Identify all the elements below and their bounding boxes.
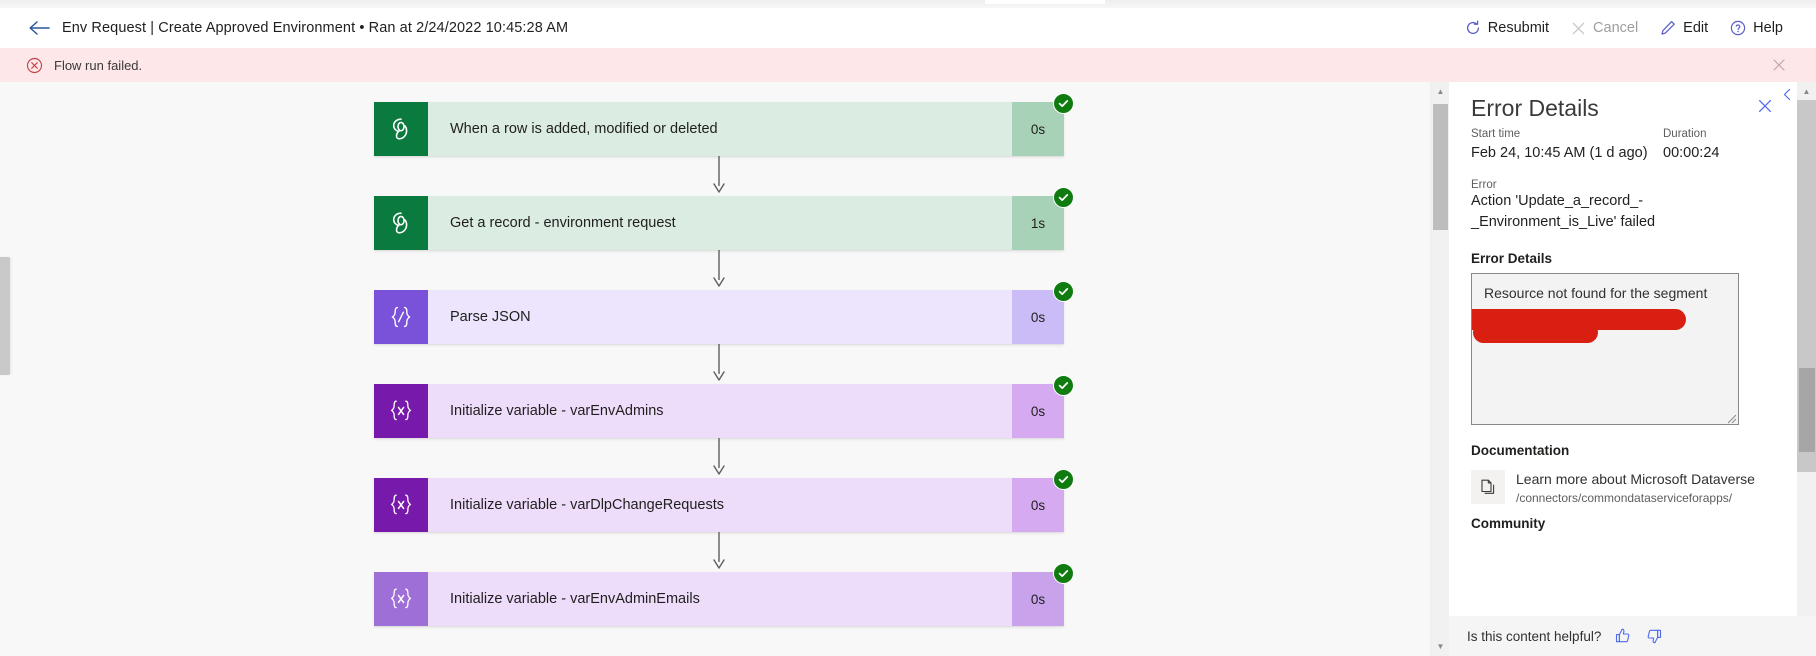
error-details-text: Resource not found for the segment [1484,285,1708,302]
parse-json-icon [374,290,428,344]
banner-close-icon[interactable] [1768,54,1790,76]
resubmit-label: Resubmit [1487,20,1550,36]
scroll-up-arrow-icon[interactable]: ▲ [1436,87,1445,96]
close-icon [1571,21,1586,36]
duration-label: Duration [1663,128,1707,141]
help-label: Help [1753,20,1783,36]
flow-card[interactable]: Get a record - environment request 1s [374,187,1074,250]
flow-card-title: Parse JSON [428,290,1012,344]
error-circle-icon [26,57,43,74]
flow-connector [374,156,1064,196]
app-header: Env Request | Create Approved Environmen… [0,8,1816,48]
flow-card[interactable]: Parse JSON 0s [374,281,1074,344]
check-circle-icon [1053,375,1074,396]
edit-label: Edit [1683,20,1709,36]
error-details-heading: Error Details [1471,251,1553,267]
scroll-down-arrow-icon[interactable]: ▼ [1436,642,1445,651]
flow-card-title: Initialize variable - varEnvAdmins [428,384,1012,438]
flow-card[interactable]: Initialize variable - varEnvAdmins 0s [374,375,1074,438]
flow-card-title: Initialize variable - varEnvAdminEmails [428,572,1012,626]
check-circle-icon [1053,281,1074,302]
panel-collapse-chevron-icon[interactable] [1781,88,1794,106]
check-circle-icon [1053,187,1074,208]
check-circle-icon [1053,93,1074,114]
start-time-value: Feb 24, 10:45 AM (1 d ago) [1471,145,1648,162]
error-label: Error [1471,179,1497,192]
help-button[interactable]: Help [1721,15,1792,41]
textarea-resize-handle[interactable] [1724,410,1737,424]
cancel-button[interactable]: Cancel [1562,15,1647,41]
feedback-bar: Is this content helpful? [1449,616,1816,656]
banner-message: Flow run failed. [54,57,143,73]
resubmit-button[interactable]: Resubmit [1456,15,1558,41]
window-top-edge [0,0,1816,8]
duration-value: 00:00:24 [1663,145,1720,162]
documentation-heading: Documentation [1471,443,1570,459]
flow-card-title: When a row is added, modified or deleted [428,102,1012,156]
flow-connector [374,532,1064,572]
canvas-scrollbar-thumb[interactable] [1433,104,1448,230]
flow-connector [374,344,1064,384]
variable-icon [374,384,428,438]
flow-card[interactable]: When a row is added, modified or deleted… [374,93,1074,156]
documentation-url: /connectors/commondataserviceforapps/ [1516,490,1733,505]
error-details-panel: Error Details Start time Feb 24, 10:45 A… [1449,82,1816,656]
panel-scroll-up-arrow-icon[interactable]: ▲ [1802,86,1811,96]
error-details-content: Error Details Start time Feb 24, 10:45 A… [1449,82,1797,656]
flow-failed-banner: Flow run failed. [0,48,1816,82]
flow-card[interactable]: Initialize variable - varEnvAdminEmails … [374,563,1074,626]
check-circle-icon [1053,563,1074,584]
redaction-mark [1473,322,1598,344]
refresh-icon [1465,20,1481,36]
panel-scrollbar-track[interactable] [1797,100,1816,472]
panel-scrollbar-thumb[interactable] [1799,368,1815,452]
cancel-label: Cancel [1593,20,1639,36]
dataverse-icon [374,196,428,250]
flow-canvas: When a row is added, modified or deleted… [0,82,1430,656]
panel-title: Error Details [1471,95,1599,121]
documentation-link[interactable]: Learn more about Microsoft Dataverse /co… [1471,470,1775,506]
check-circle-icon [1053,469,1074,490]
thumbs-up-icon[interactable] [1614,627,1632,645]
variable-icon [374,478,428,532]
back-arrow-icon[interactable] [26,15,52,41]
flow-connector [374,250,1064,290]
flow-card-title: Get a record - environment request [428,196,1012,250]
error-value: Action 'Update_a_record_-_Environment_is… [1471,193,1656,231]
document-copy-icon [1471,470,1505,505]
start-time-label: Start time [1471,128,1521,141]
documentation-title: Learn more about Microsoft Dataverse [1516,471,1755,488]
thumbs-down-icon[interactable] [1645,627,1663,645]
collapsed-panel-handle[interactable] [0,257,10,375]
flow-card[interactable]: Initialize variable - varDlpChangeReques… [374,469,1074,532]
feedback-question: Is this content helpful? [1467,628,1602,644]
dataverse-icon [374,102,428,156]
flow-card-title: Initialize variable - varDlpChangeReques… [428,478,1012,532]
flow-connector [374,438,1064,478]
pencil-icon [1660,20,1676,36]
window-notch [985,0,1105,4]
community-heading: Community [1471,515,1546,531]
error-details-textarea[interactable]: Resource not found for the segment [1471,273,1739,426]
flow-card-duration: 0s [1012,478,1064,532]
edit-button[interactable]: Edit [1651,15,1717,41]
flow-chart: When a row is added, modified or deleted… [374,82,1074,626]
flow-card-duration: 0s [1012,102,1064,156]
header-toolbar: Resubmit Cancel Edit [1456,15,1792,41]
panel-scrollbar[interactable]: ▲ [1797,82,1816,616]
canvas-scrollbar[interactable]: ▲ ▼ [1430,82,1449,656]
page-title: Env Request | Create Approved Environmen… [62,20,569,36]
panel-close-icon[interactable] [1755,96,1775,116]
question-circle-icon [1730,20,1746,36]
run-summary-row: Start time Feb 24, 10:45 AM (1 d ago) Du… [1471,126,1775,164]
variable-icon [374,572,428,626]
